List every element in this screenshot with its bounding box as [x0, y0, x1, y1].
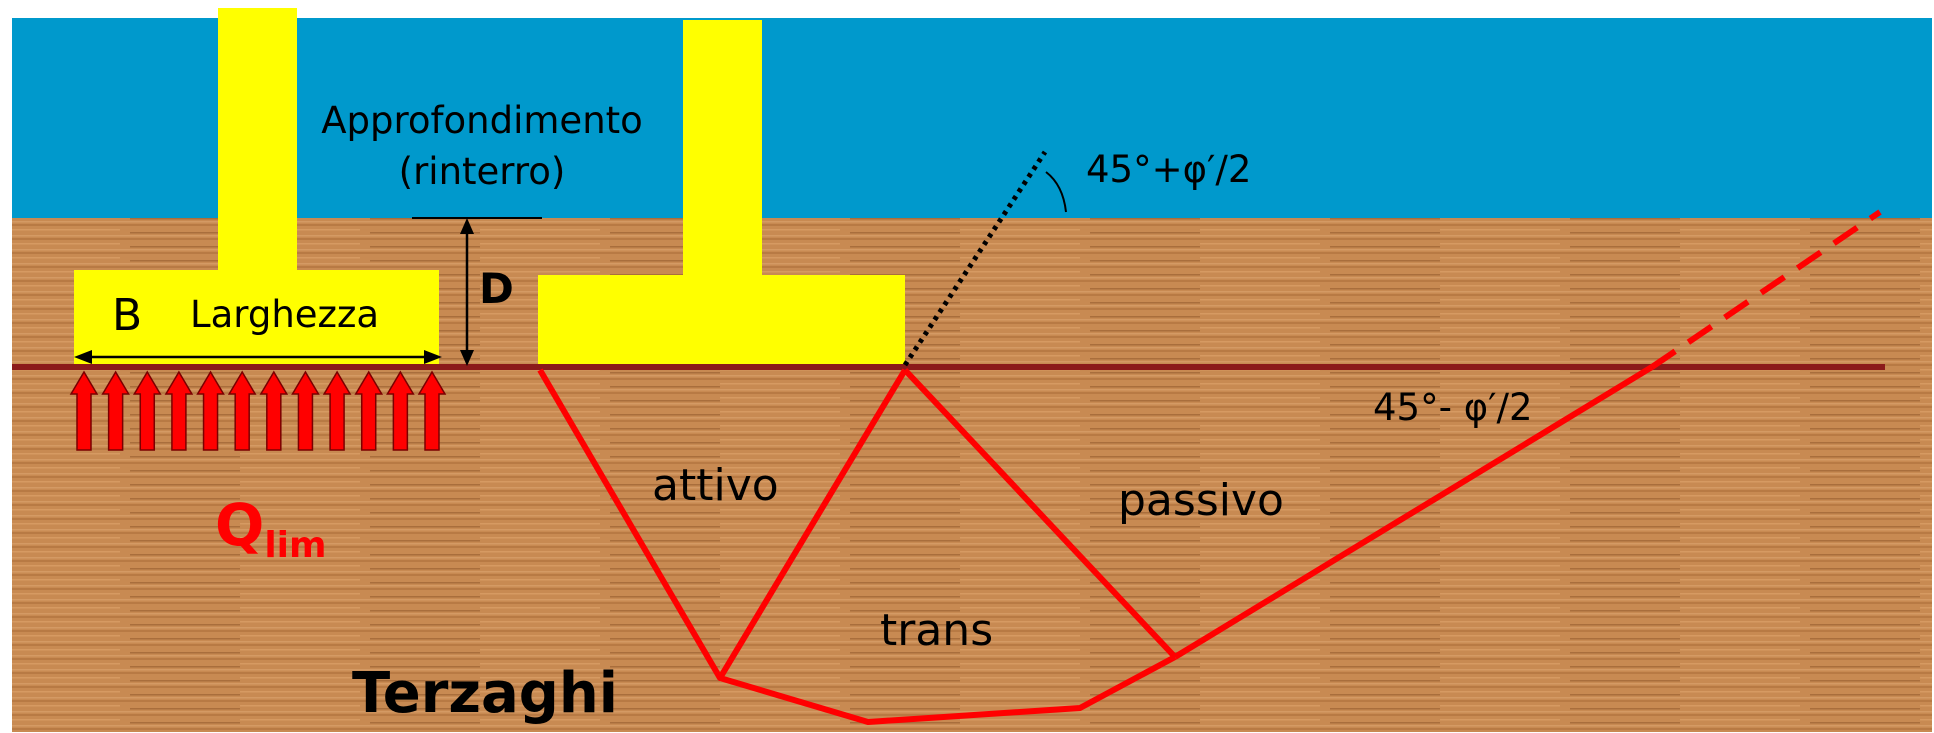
passive-slip-line [1173, 364, 1654, 660]
width-label: Larghezza [190, 293, 379, 336]
zone-active-label: attivo [652, 460, 779, 511]
footing-right [538, 20, 905, 365]
depth-caption-line2: (rinterro) [399, 150, 566, 193]
up-arrow-icon [196, 370, 225, 451]
up-arrow-icon [69, 370, 99, 451]
angle-upper-label: 45°+φ′/2 [1086, 148, 1251, 191]
width-symbol: B [112, 290, 142, 341]
up-arrow-icon [417, 370, 447, 451]
zone-transition-label: trans [880, 605, 993, 656]
up-arrow-icon [386, 370, 415, 451]
up-arrow-icon [132, 370, 162, 451]
up-arrow-icon [322, 370, 352, 451]
passive-slip-extension [1650, 209, 1882, 370]
author-label: Terzaghi [352, 661, 618, 726]
up-arrow-icon [259, 370, 289, 451]
angle-lower-label: 45°- φ′/2 [1373, 386, 1533, 429]
double-headed-arrow-icon [460, 218, 474, 366]
load-label: Qlim [215, 491, 327, 566]
load-symbol: Q [215, 491, 264, 559]
up-arrow-icon [101, 370, 130, 451]
angle-arc-icon [1045, 171, 1067, 213]
footing-left [74, 8, 439, 365]
load-arrows [69, 370, 447, 451]
angle-reference-dotted-line [902, 150, 1048, 367]
double-headed-arrow-icon [74, 350, 442, 364]
up-arrow-icon [291, 370, 320, 451]
up-arrow-icon [164, 370, 194, 451]
depth-symbol: D [479, 264, 514, 313]
log-spiral-base [719, 654, 1177, 725]
failure-surface [537, 209, 1882, 725]
depth-caption-line1: Approfondimento [321, 99, 643, 142]
water-band [12, 18, 1932, 218]
up-arrow-icon [227, 370, 257, 451]
zone-passive-label: passivo [1118, 475, 1284, 526]
passive-wedge-boundary [902, 367, 1178, 660]
up-arrow-icon [354, 370, 384, 451]
load-subscript: lim [264, 525, 326, 566]
